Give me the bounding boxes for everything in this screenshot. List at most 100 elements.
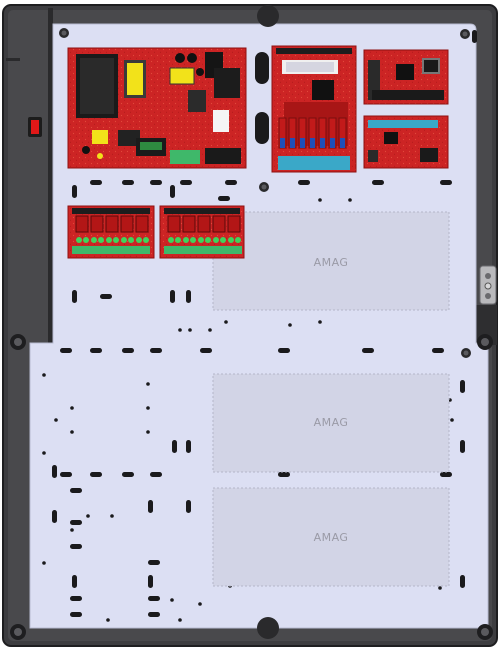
knockout-slot bbox=[432, 348, 444, 353]
io-led bbox=[168, 237, 174, 243]
io-relay bbox=[75, 215, 89, 233]
mounting-hole-center bbox=[481, 338, 489, 346]
mounting-hole-center bbox=[481, 628, 489, 636]
knockout-slot bbox=[460, 380, 465, 393]
knockout-slot bbox=[148, 500, 153, 513]
knockout-slot bbox=[186, 500, 191, 513]
relay-window bbox=[290, 138, 295, 148]
knockout-hole bbox=[146, 406, 150, 410]
knockout-slot bbox=[372, 180, 384, 185]
knockout-slot bbox=[52, 465, 57, 478]
knockout-hole bbox=[198, 602, 202, 606]
knockout-hole bbox=[348, 198, 352, 202]
knockout-hole bbox=[70, 528, 74, 532]
io-led bbox=[98, 237, 104, 243]
io-led bbox=[183, 237, 189, 243]
knockout-slot bbox=[72, 575, 77, 588]
interface-board-top bbox=[363, 49, 449, 105]
knockout-slot bbox=[460, 440, 465, 453]
io-led bbox=[198, 237, 204, 243]
knockout-hole bbox=[42, 561, 46, 565]
knockout-slot bbox=[440, 180, 452, 185]
knockout-hole bbox=[54, 418, 58, 422]
power-supply-board bbox=[67, 47, 247, 169]
io-led bbox=[121, 237, 127, 243]
io-led bbox=[106, 237, 112, 243]
io-led bbox=[76, 237, 82, 243]
knockout-slot bbox=[148, 612, 160, 617]
knockout-hole bbox=[178, 618, 182, 622]
knockout-slot bbox=[460, 575, 465, 588]
knockout-hole bbox=[110, 514, 114, 518]
zone-amag-3: AMAG bbox=[212, 487, 450, 587]
knockout-hole bbox=[224, 320, 228, 324]
knockout-slot bbox=[70, 488, 82, 493]
relay-window bbox=[330, 138, 335, 148]
relay-window bbox=[280, 138, 285, 148]
knockout-slot bbox=[60, 348, 72, 353]
controller-relays bbox=[278, 117, 347, 149]
tamper-switch[interactable] bbox=[479, 265, 497, 305]
io-led bbox=[235, 237, 241, 243]
knockout-slot bbox=[150, 348, 162, 353]
io-relay bbox=[212, 215, 226, 233]
knockout-slot bbox=[150, 472, 162, 477]
knockout-slot bbox=[72, 290, 77, 303]
zone-label-3: AMAG bbox=[314, 531, 349, 544]
knockout-slot bbox=[186, 290, 191, 303]
zone-amag-1: AMAG bbox=[212, 211, 450, 311]
relay-window bbox=[310, 138, 315, 148]
knockout-slot bbox=[100, 294, 112, 299]
knockout-hole bbox=[146, 430, 150, 434]
relay-window bbox=[300, 138, 305, 148]
knockout-slot bbox=[440, 472, 452, 477]
io-relay bbox=[182, 215, 196, 233]
relay-window bbox=[340, 138, 345, 148]
io-led bbox=[128, 237, 134, 243]
knockout-slot bbox=[172, 440, 177, 453]
power-switch[interactable] bbox=[28, 117, 42, 137]
knockout-slot bbox=[72, 185, 77, 198]
knockout-slot bbox=[186, 440, 191, 453]
knockout-hole bbox=[86, 514, 90, 518]
io-terminal bbox=[164, 246, 242, 254]
knockout-slot bbox=[70, 596, 82, 601]
io-relay bbox=[167, 215, 181, 233]
knockout-slot bbox=[362, 348, 374, 353]
knockout-slot bbox=[148, 575, 153, 588]
knockout-hole bbox=[188, 328, 192, 332]
knockout-slot bbox=[148, 560, 160, 565]
mounting-hole-center bbox=[14, 338, 22, 346]
knockout-slot bbox=[200, 348, 212, 353]
io-led bbox=[143, 237, 149, 243]
knockout-slot bbox=[90, 472, 102, 477]
knockout-slot bbox=[60, 472, 72, 477]
io-led bbox=[220, 237, 226, 243]
knockout-slot bbox=[278, 472, 290, 477]
knockout-slot bbox=[298, 180, 310, 185]
knockout-slot bbox=[70, 544, 82, 549]
relay-window bbox=[320, 138, 325, 148]
knockout-hole bbox=[42, 451, 46, 455]
io-relay bbox=[120, 215, 134, 233]
mounting-hole-center bbox=[14, 628, 22, 636]
io-led bbox=[136, 237, 142, 243]
io-relay bbox=[105, 215, 119, 233]
io-terminal bbox=[72, 246, 150, 254]
knockout-oval bbox=[255, 112, 269, 144]
knockout-slot bbox=[122, 472, 134, 477]
knockout-hole bbox=[146, 382, 150, 386]
bottom-notch bbox=[257, 617, 279, 639]
knockout-slot bbox=[278, 348, 290, 353]
mounting-hole-center bbox=[61, 30, 67, 36]
controller-board bbox=[271, 45, 357, 173]
knockout-hole bbox=[438, 586, 442, 590]
knockout-hole bbox=[70, 430, 74, 434]
mounting-hole-center bbox=[462, 31, 468, 37]
knockout-hole bbox=[288, 323, 292, 327]
io-relay bbox=[135, 215, 149, 233]
knockout-hole bbox=[42, 373, 46, 377]
io-led bbox=[83, 237, 89, 243]
knockout-slot bbox=[180, 180, 192, 185]
